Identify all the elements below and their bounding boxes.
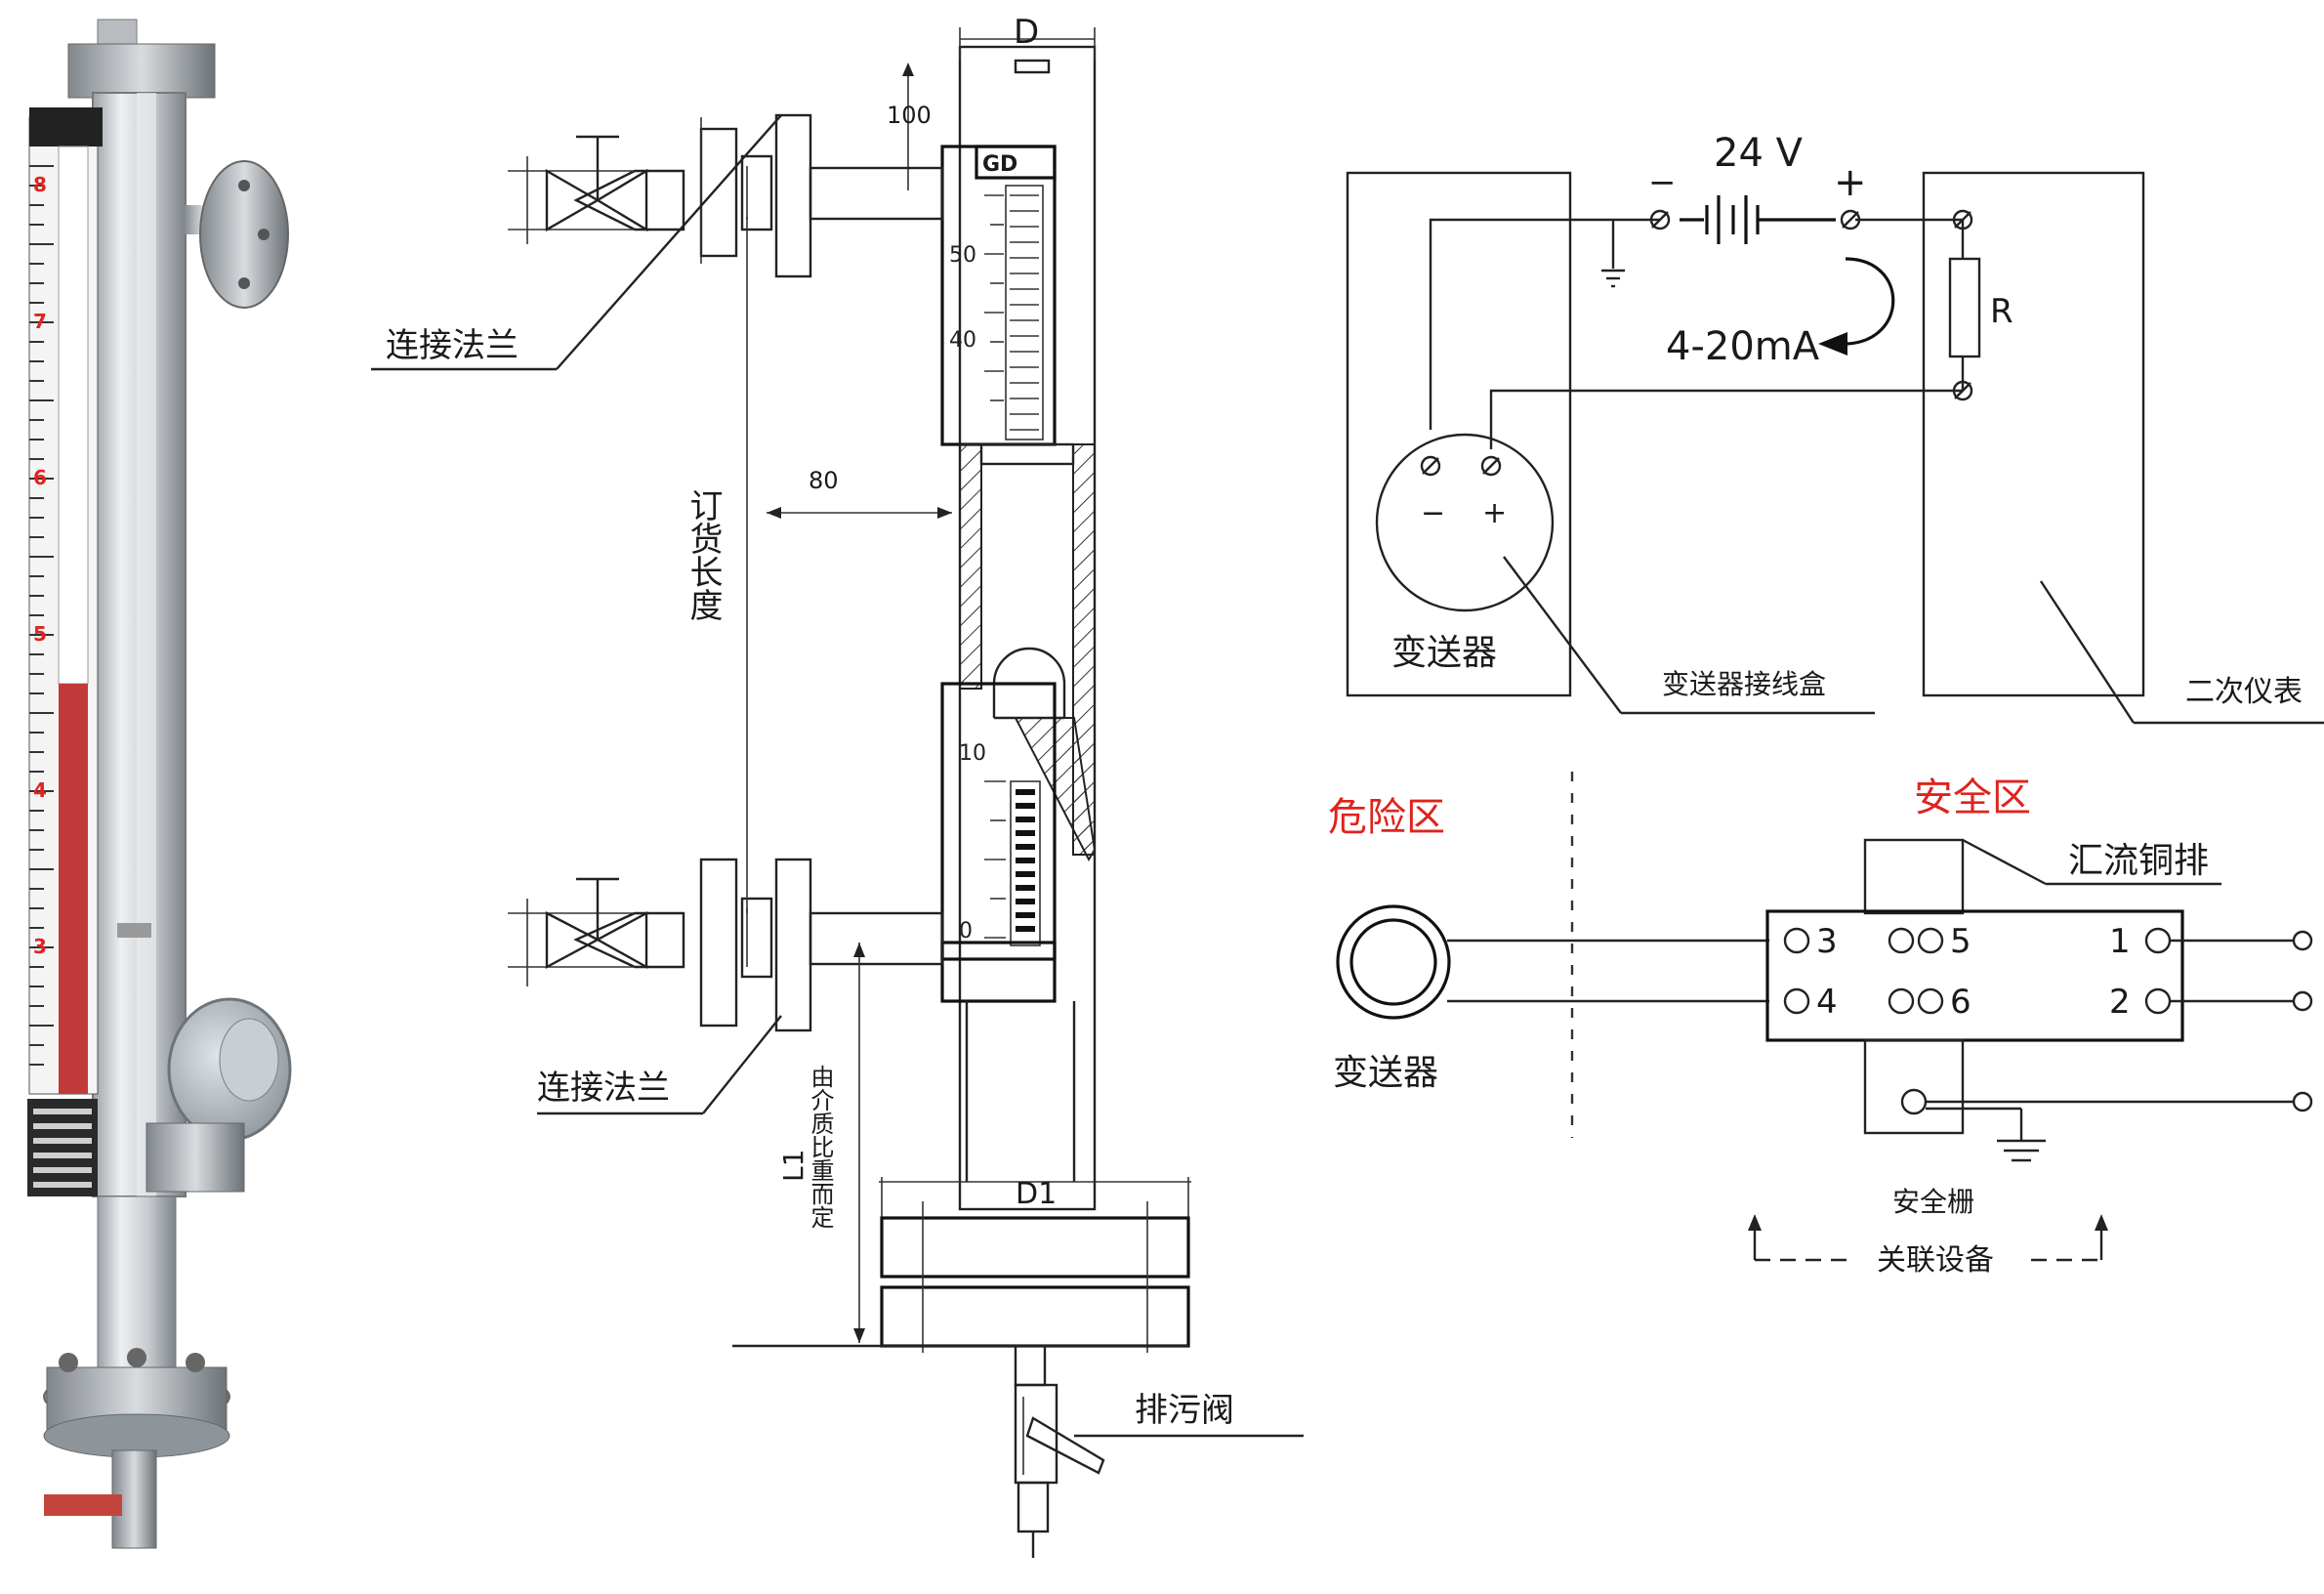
terminal-3: 3 <box>1816 922 1838 961</box>
photo-mark: 4 <box>33 778 47 802</box>
photo-scale-labels: 8 7 6 5 4 3 <box>33 173 47 958</box>
transmitter-minus: − <box>1421 496 1445 530</box>
transmitter-box <box>1346 171 1572 697</box>
transmitter-plus: + <box>1482 496 1507 530</box>
dim-l1-label: L1 <box>777 1150 809 1182</box>
mechanical-drawing: D 100 GD 50 40 <box>371 13 1304 1558</box>
level-gauge-photo: 8 7 6 5 4 3 <box>27 19 292 1549</box>
scale-10: 10 <box>959 741 986 766</box>
minus-label: − <box>1648 163 1677 202</box>
dim-80-label: 80 <box>809 467 839 494</box>
dim-100-label: 100 <box>887 102 932 129</box>
battery-icon <box>1680 195 1836 244</box>
voltage-label: 24 V <box>1714 131 1804 176</box>
secondary-instrument-label: 二次仪表 <box>2185 675 2303 709</box>
busbar <box>1863 838 1965 915</box>
busbar-label: 汇流铜排 <box>2068 841 2209 881</box>
terminal-6: 6 <box>1950 983 1971 1022</box>
drain-valve-label: 排污阀 <box>1135 1391 1234 1430</box>
barrier-label: 安全栅 <box>1892 1186 1974 1218</box>
float <box>992 647 1066 718</box>
junction-box-label: 变送器接线盒 <box>1662 668 1826 700</box>
photo-mark: 8 <box>33 173 47 196</box>
safe-zone-label: 安全区 <box>1914 776 2031 820</box>
secondary-instrument-box <box>1922 171 2145 697</box>
scale-0: 0 <box>959 919 973 944</box>
dim-d1-label: D1 <box>1016 1177 1057 1211</box>
wiring-diagram: 24 V − + R <box>1346 131 2324 725</box>
flange-top-label: 连接法兰 <box>386 326 519 365</box>
barrier-transmitter-label: 变送器 <box>1333 1053 1438 1093</box>
terminal-screws <box>1649 209 1973 401</box>
ground-icon <box>1997 1139 2046 1162</box>
resistor <box>1948 257 1981 358</box>
photo-mark: 6 <box>33 466 47 489</box>
dim-d-label: D <box>1014 13 1039 52</box>
plus-label: + <box>1834 160 1867 205</box>
medium-note: 由介质比重而定 <box>807 1065 834 1229</box>
danger-zone-label: 危险区 <box>1328 795 1445 840</box>
resistor-label: R <box>1990 292 2013 331</box>
photo-mark: 3 <box>33 935 47 958</box>
photo-mark: 5 <box>33 622 47 646</box>
transmitter-symbol <box>1375 433 1555 612</box>
photo-scale-ticks <box>29 165 54 1066</box>
current-label: 4-20mA <box>1666 324 1820 369</box>
terminal-2: 2 <box>2109 983 2131 1022</box>
photo-mark: 7 <box>33 310 47 333</box>
barrier-transmitter-outer <box>1336 904 1451 1020</box>
bottom-flange <box>880 1216 1190 1279</box>
order-length-label: 订货长度 <box>684 488 723 621</box>
scale-50: 50 <box>949 243 976 268</box>
barrier-diagram: 危险区 安全区 变送器 汇流铜排 3 5 1 4 6 2 <box>1328 772 2313 1278</box>
logo-text: GD <box>982 152 1017 177</box>
terminal-1: 1 <box>2109 922 2131 961</box>
terminal-4: 4 <box>1816 983 1838 1022</box>
terminal-5: 5 <box>1950 922 1971 961</box>
safety-barrier <box>1765 909 2184 1042</box>
scale-40: 40 <box>949 328 976 353</box>
associated-equipment-label: 关联设备 <box>1877 1243 1994 1278</box>
transmitter-label: 变送器 <box>1391 633 1497 673</box>
flange-bottom-label: 连接法兰 <box>537 1069 670 1108</box>
